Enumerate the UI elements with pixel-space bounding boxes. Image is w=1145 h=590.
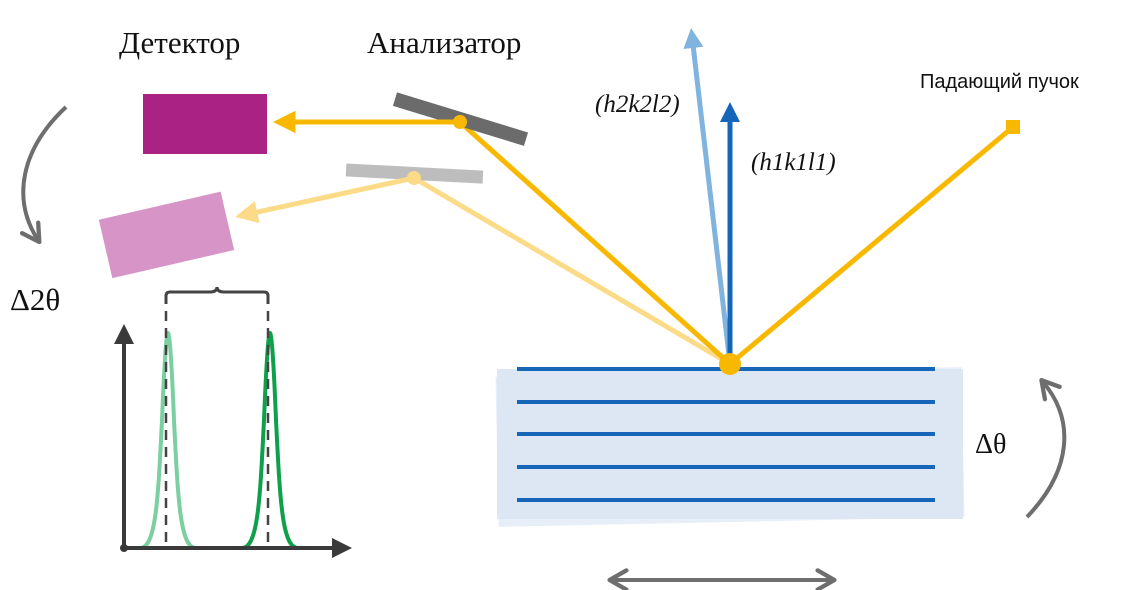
- reflection-2-label: (h2k2l2): [595, 91, 680, 118]
- reflection-1-label: (h1k1l1): [751, 149, 836, 176]
- faded-analyzed-beam: [235, 175, 415, 224]
- incident-beam: [728, 125, 1015, 366]
- detector-faded: [98, 191, 235, 279]
- crystal-rotation-arrow-icon: [1025, 378, 1067, 519]
- detector-rotation-arrow-icon: [19, 105, 68, 245]
- detector: [143, 94, 267, 154]
- peak-light: [139, 330, 197, 550]
- analyzer-point: [453, 115, 467, 129]
- faded-beam-path: [98, 163, 732, 367]
- incident-beam-label: Падающий пучок: [920, 71, 1079, 93]
- faded-scattered-beam: [412, 175, 732, 367]
- crystal-sample: [495, 367, 965, 527]
- peak-dark: [241, 330, 299, 550]
- analyzer-label: Анализатор: [367, 25, 521, 60]
- delta-theta-label: Δθ: [975, 429, 1006, 460]
- peak-spacing-brace: [164, 286, 270, 304]
- reflection-2-arrow: [683, 28, 733, 365]
- main-beam-path: [143, 92, 1020, 366]
- axis-origin: [120, 544, 128, 552]
- crystal-body: [497, 369, 963, 519]
- scattering-point: [719, 353, 741, 375]
- beam-source-marker: [1006, 120, 1020, 134]
- spectrum-plot: [114, 286, 352, 558]
- scattered-beam: [458, 120, 732, 366]
- detector-label: Детектор: [119, 25, 240, 60]
- faded-analyzer-point: [407, 171, 421, 185]
- delta-two-theta-label: Δ2θ: [10, 282, 60, 317]
